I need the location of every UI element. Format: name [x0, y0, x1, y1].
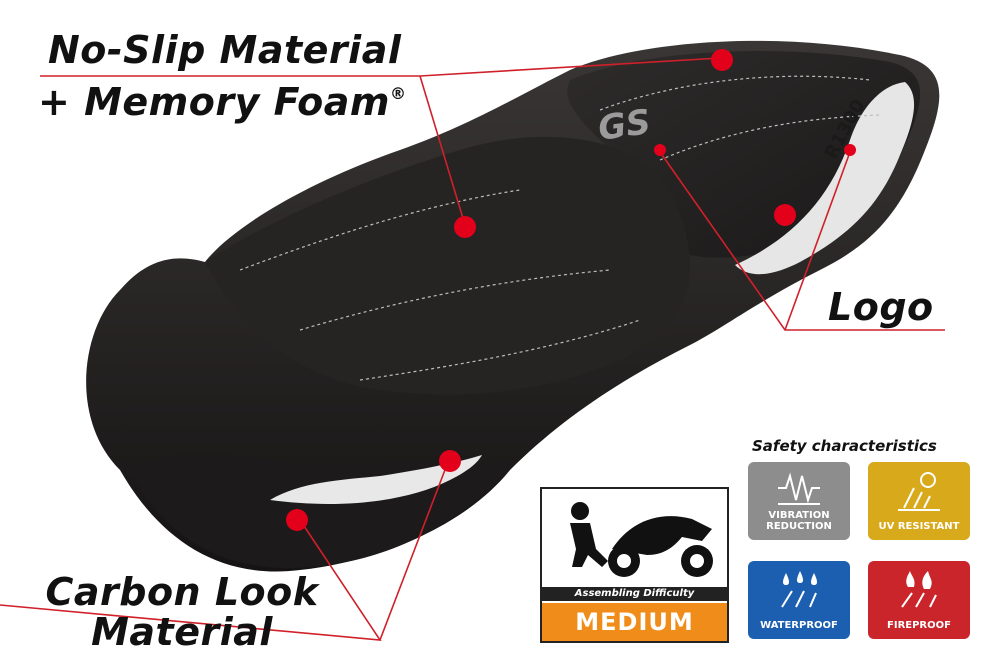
vibration-icon — [778, 472, 820, 505]
callout-logo: Logo — [828, 285, 934, 329]
sun-icon — [898, 472, 940, 511]
stitch-line — [239, 189, 521, 271]
waterproof-tile: WATERPROOF — [748, 561, 850, 639]
water-drop-icon — [781, 571, 817, 608]
uv-label: UV RESISTANT — [878, 521, 960, 532]
fireproof-tile: FIREPROOF — [868, 561, 970, 639]
flame-icon — [901, 571, 937, 608]
fireproof-label: FIREPROOF — [887, 620, 951, 631]
callout-lines — [0, 57, 945, 641]
callout-carbon-look: Carbon Look Material — [32, 572, 332, 652]
gs-logo: GS — [596, 102, 653, 149]
callout-no-slip-material: No-Slip Material — [48, 28, 402, 72]
memory-foam-text: + Memory Foam — [38, 80, 390, 124]
rear-white-accent — [735, 82, 915, 275]
difficulty-band: Assembling Difficulty — [542, 587, 727, 601]
front-white-accent — [270, 455, 482, 504]
vibration-label-1: VIBRATION — [768, 510, 830, 521]
vibration-label-2: REDUCTION — [766, 521, 832, 532]
carbon-line-1: Carbon Look — [45, 570, 319, 614]
registered-mark: ® — [389, 84, 407, 103]
callout-memory-foam: + Memory Foam® — [38, 80, 406, 124]
safety-title: Safety characteristics — [752, 437, 937, 455]
stitch-line — [359, 319, 641, 381]
stitch-line — [599, 75, 871, 111]
mechanic-motorcycle-icon — [570, 502, 713, 577]
assembling-difficulty-badge: Assembling Difficulty MEDIUM — [540, 487, 729, 643]
uv-resistant-tile: UV RESISTANT — [868, 462, 970, 540]
callout-dots — [286, 49, 856, 531]
rider-top — [205, 136, 690, 395]
waterproof-label: WATERPROOF — [760, 620, 838, 631]
difficulty-level: MEDIUM — [542, 603, 727, 641]
carbon-line-2: Material — [91, 610, 273, 654]
